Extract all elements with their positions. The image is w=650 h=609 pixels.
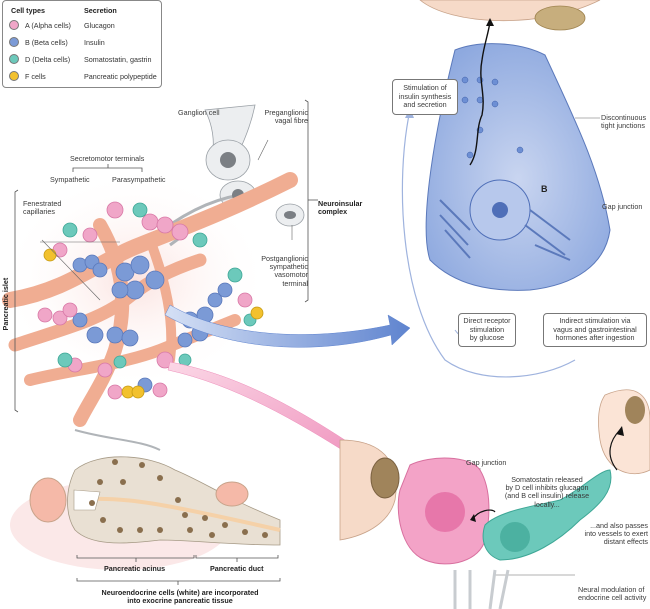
neuroinsular-bracket — [304, 99, 309, 303]
legend-secretion: Somatostatin, gastrin — [84, 55, 152, 64]
legend-secretion: Glucagon — [84, 21, 115, 30]
label-line: capillaries — [23, 207, 55, 217]
box-line: and secretion — [403, 100, 447, 110]
label-line: distant effects — [603, 537, 648, 547]
f-swatch-icon — [9, 71, 19, 81]
label-gap-junction-delta: Gap junction — [466, 458, 507, 467]
label-pancreatic-islet: Pancreatic islet — [0, 277, 10, 331]
label-line: complex — [318, 207, 348, 217]
label-pancreatic-duct: Pancreatic duct — [210, 564, 264, 573]
duct-bracket — [195, 555, 279, 562]
label-line: vasomotor — [274, 270, 308, 280]
label-also-passes: ...and also passes into vessels to exert… — [570, 521, 648, 547]
beta-swatch-icon — [9, 37, 19, 47]
alpha-swatch-icon — [9, 20, 19, 30]
legend-row-f: F cells Pancreatic polypeptide — [9, 70, 159, 84]
label-line: ...and also passes — [590, 521, 648, 530]
label-line: Discontinuous — [601, 113, 647, 122]
legend-cell-type: F cells — [25, 72, 46, 81]
legend: Cell types Secretion A (Alpha cells) Glu… — [2, 0, 162, 88]
label-postganglionic: Postganglionic sympathetic vasomotor ter… — [250, 254, 308, 288]
vessel-right — [215, 481, 249, 507]
box-line: insulin synthesis — [398, 91, 452, 101]
label-line: tight junctions — [601, 121, 645, 131]
legend-secretion: Insulin — [84, 38, 105, 47]
secretomotor-bracket — [72, 164, 143, 172]
f-cells — [43, 248, 264, 399]
box-line: Stimulation of — [403, 83, 447, 93]
acinus-bracket — [76, 555, 195, 562]
label-line: into vessels to exert — [584, 529, 648, 539]
label-line: sympathetic — [269, 262, 308, 272]
vessel-left — [29, 477, 67, 523]
beta-cells — [72, 254, 233, 393]
acinus-caption: Neuroendocrine cells (white) are incorpo… — [80, 588, 280, 606]
label-sympathetic: Sympathetic — [50, 175, 90, 184]
label-secretomotor: Secretomotor terminals — [70, 154, 145, 163]
capillary-top — [419, 0, 601, 22]
label-line: Postganglionic — [261, 254, 308, 263]
caption-bracket — [76, 578, 281, 585]
caption-line: Neuroendocrine cells (white) are incorpo… — [101, 588, 259, 597]
acinus — [67, 456, 281, 546]
label-fenestrated: Fenestrated capillaries — [23, 199, 62, 217]
label-line: (and B cell insulin) release — [504, 491, 590, 501]
legend-cell-type: D (Delta cells) — [25, 55, 71, 64]
label-line: terminal — [282, 278, 308, 288]
label-ganglion-cell: Ganglion cell — [178, 108, 220, 117]
box-line: by glucose — [469, 333, 505, 343]
caption-line: into exocrine pancreatic tissue — [127, 596, 233, 606]
legend-header-cell-types: Cell types — [11, 6, 45, 15]
label-neuroinsular: Neuroinsular complex — [318, 199, 363, 217]
label-preganglionic: Preganglionic vagal fibre — [258, 108, 308, 126]
label-somatostatin: Somatostatin released by D cell inhibits… — [497, 475, 597, 509]
label-line: Neuroinsular — [318, 199, 363, 208]
direct-stimulation-box: Direct receptor stimulation by glucose — [458, 313, 516, 347]
label-beta-cell: B — [541, 184, 548, 194]
label-line: locally... — [534, 499, 560, 509]
legend-row-beta: B (Beta cells) Insulin — [9, 36, 159, 50]
box-line: stimulation — [469, 324, 505, 334]
box-line: Indirect stimulation via — [559, 316, 631, 326]
alpha-cells — [37, 201, 253, 400]
label-gap-junction-beta: Gap junction — [602, 202, 643, 211]
feedback-arc — [401, 109, 576, 378]
legend-cell-type: B (Beta cells) — [25, 38, 68, 47]
legend-row-delta: D (Delta cells) Somatostatin, gastrin — [9, 53, 159, 67]
label-line: Preganglionic — [264, 108, 308, 117]
label-discontinuous: Discontinuous tight junctions — [601, 113, 647, 131]
label-parasympathetic: Parasympathetic — [112, 175, 166, 184]
label-line: by D cell inhibits glucagon — [505, 483, 589, 493]
delta-cells — [57, 202, 257, 369]
box-line: vagus and gastrointestinal — [553, 324, 637, 334]
legend-header-secretion: Secretion — [84, 6, 117, 15]
secretion-path — [469, 21, 491, 166]
label-line: Somatostatin released — [511, 475, 583, 484]
beta-cell-body — [425, 43, 611, 291]
legend-cell-type: A (Alpha cells) — [25, 21, 71, 30]
indirect-stimulation-box: Indirect stimulation via vagus and gastr… — [543, 313, 647, 347]
legend-secretion: Pancreatic polypeptide — [84, 72, 157, 81]
blue-arrow — [164, 304, 411, 348]
label-line: vagal fibre — [274, 116, 308, 126]
islet-bracket — [14, 189, 19, 413]
label-pancreatic-acinus: Pancreatic acinus — [104, 564, 166, 573]
label-line: Neural modulation of — [578, 585, 645, 594]
delta-swatch-icon — [9, 54, 19, 64]
box-line: Direct receptor — [463, 316, 511, 326]
label-line: Fenestrated — [23, 199, 62, 208]
label-neural-modulation: Neural modulation of endocrine cell acti… — [578, 585, 647, 603]
stimulation-box: Stimulation of insulin synthesis and sec… — [392, 79, 458, 115]
label-line: endocrine cell activity — [578, 593, 647, 603]
box-line: hormones after ingestion — [555, 333, 635, 343]
legend-row-alpha: A (Alpha cells) Glucagon — [9, 19, 159, 33]
